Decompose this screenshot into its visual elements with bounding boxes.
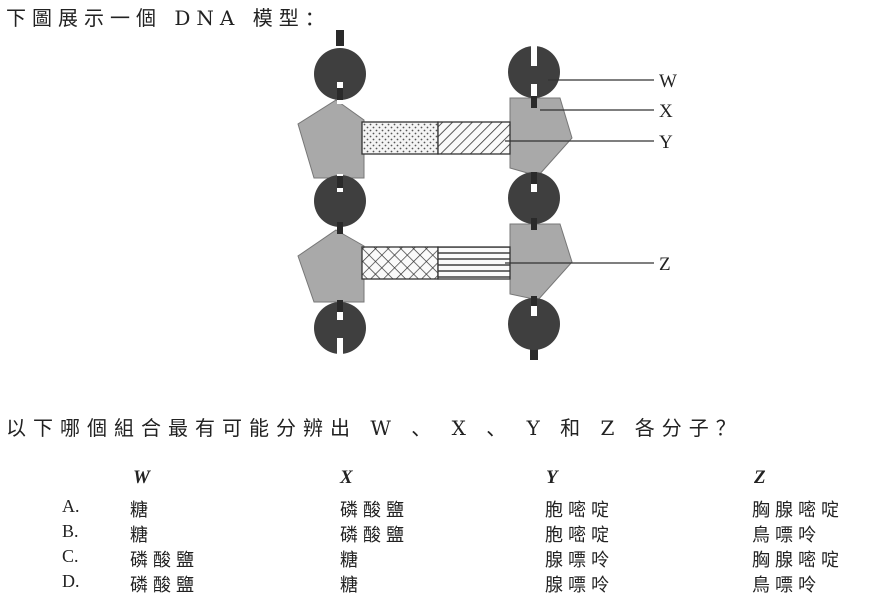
- base-pairs: [361, 121, 511, 280]
- cell-x: 糖: [340, 575, 363, 596]
- option-row-d[interactable]: D. 磷酸鹽 糖 腺嘌呤 鳥嘌呤: [0, 571, 872, 596]
- cell-x: 磷酸鹽: [340, 525, 409, 546]
- cell-x: 糖: [340, 550, 363, 571]
- cell-z: 鳥嘌呤: [752, 575, 821, 596]
- label-x: X: [659, 101, 673, 122]
- cell-z: 鳥嘌呤: [752, 525, 821, 546]
- header-w: W: [133, 467, 150, 488]
- dna-model-diagram: W X Y Z: [297, 30, 677, 360]
- question-text: 以下哪個組合最有可能分辨出 W 、 X 、 Y 和 Z 各分子？: [6, 416, 743, 440]
- option-label: B.: [62, 521, 79, 541]
- label-y: Y: [659, 132, 673, 153]
- pointer-lines: [505, 79, 654, 264]
- option-row-a[interactable]: A. 糖 磷酸鹽 胞嘧啶 胸腺嘧啶: [0, 496, 872, 521]
- cell-y: 胞嘧啶: [545, 500, 614, 521]
- header-z: Z: [754, 467, 766, 488]
- pentagon-right-top: [509, 97, 573, 177]
- pentagon-left-top: [297, 99, 365, 179]
- cell-w: 磷酸鹽: [130, 550, 199, 571]
- label-w: W: [659, 71, 677, 92]
- pentagon-right-bottom: [509, 223, 573, 301]
- base-horizontal: [437, 246, 511, 280]
- cell-w: 糖: [130, 500, 153, 521]
- option-label: D.: [62, 571, 80, 591]
- circle-right-3: [508, 298, 560, 350]
- option-row-c[interactable]: C. 磷酸鹽 糖 腺嘌呤 胸腺嘧啶: [0, 546, 872, 571]
- base-diagonal: [437, 121, 511, 155]
- joint-sticks: [337, 88, 537, 312]
- header-x: X: [340, 467, 353, 488]
- cell-y: 腺嘌呤: [545, 550, 614, 571]
- circles: [314, 46, 560, 354]
- circle-right-1: [508, 46, 560, 98]
- option-label: A.: [62, 496, 80, 516]
- cell-y: 腺嘌呤: [545, 575, 614, 596]
- intro-text: 下圖展示一個 DNA 模型：: [6, 6, 331, 30]
- cell-w: 磷酸鹽: [130, 575, 199, 596]
- cell-z: 胸腺嘧啶: [752, 500, 844, 521]
- cell-w: 糖: [130, 525, 153, 546]
- pentagon-left-bottom: [297, 229, 365, 303]
- cell-z: 胸腺嘧啶: [752, 550, 844, 571]
- cell-x: 磷酸鹽: [340, 500, 409, 521]
- pentagons: [297, 97, 573, 303]
- option-row-b[interactable]: B. 糖 磷酸鹽 胞嘧啶 鳥嘌呤: [0, 521, 872, 546]
- base-crosshatch: [361, 246, 439, 280]
- header-y: Y: [546, 467, 558, 488]
- cell-y: 胞嘧啶: [545, 525, 614, 546]
- option-label: C.: [62, 546, 79, 566]
- backbone-sticks: [336, 30, 538, 360]
- label-z: Z: [659, 254, 671, 275]
- base-dots: [361, 121, 439, 155]
